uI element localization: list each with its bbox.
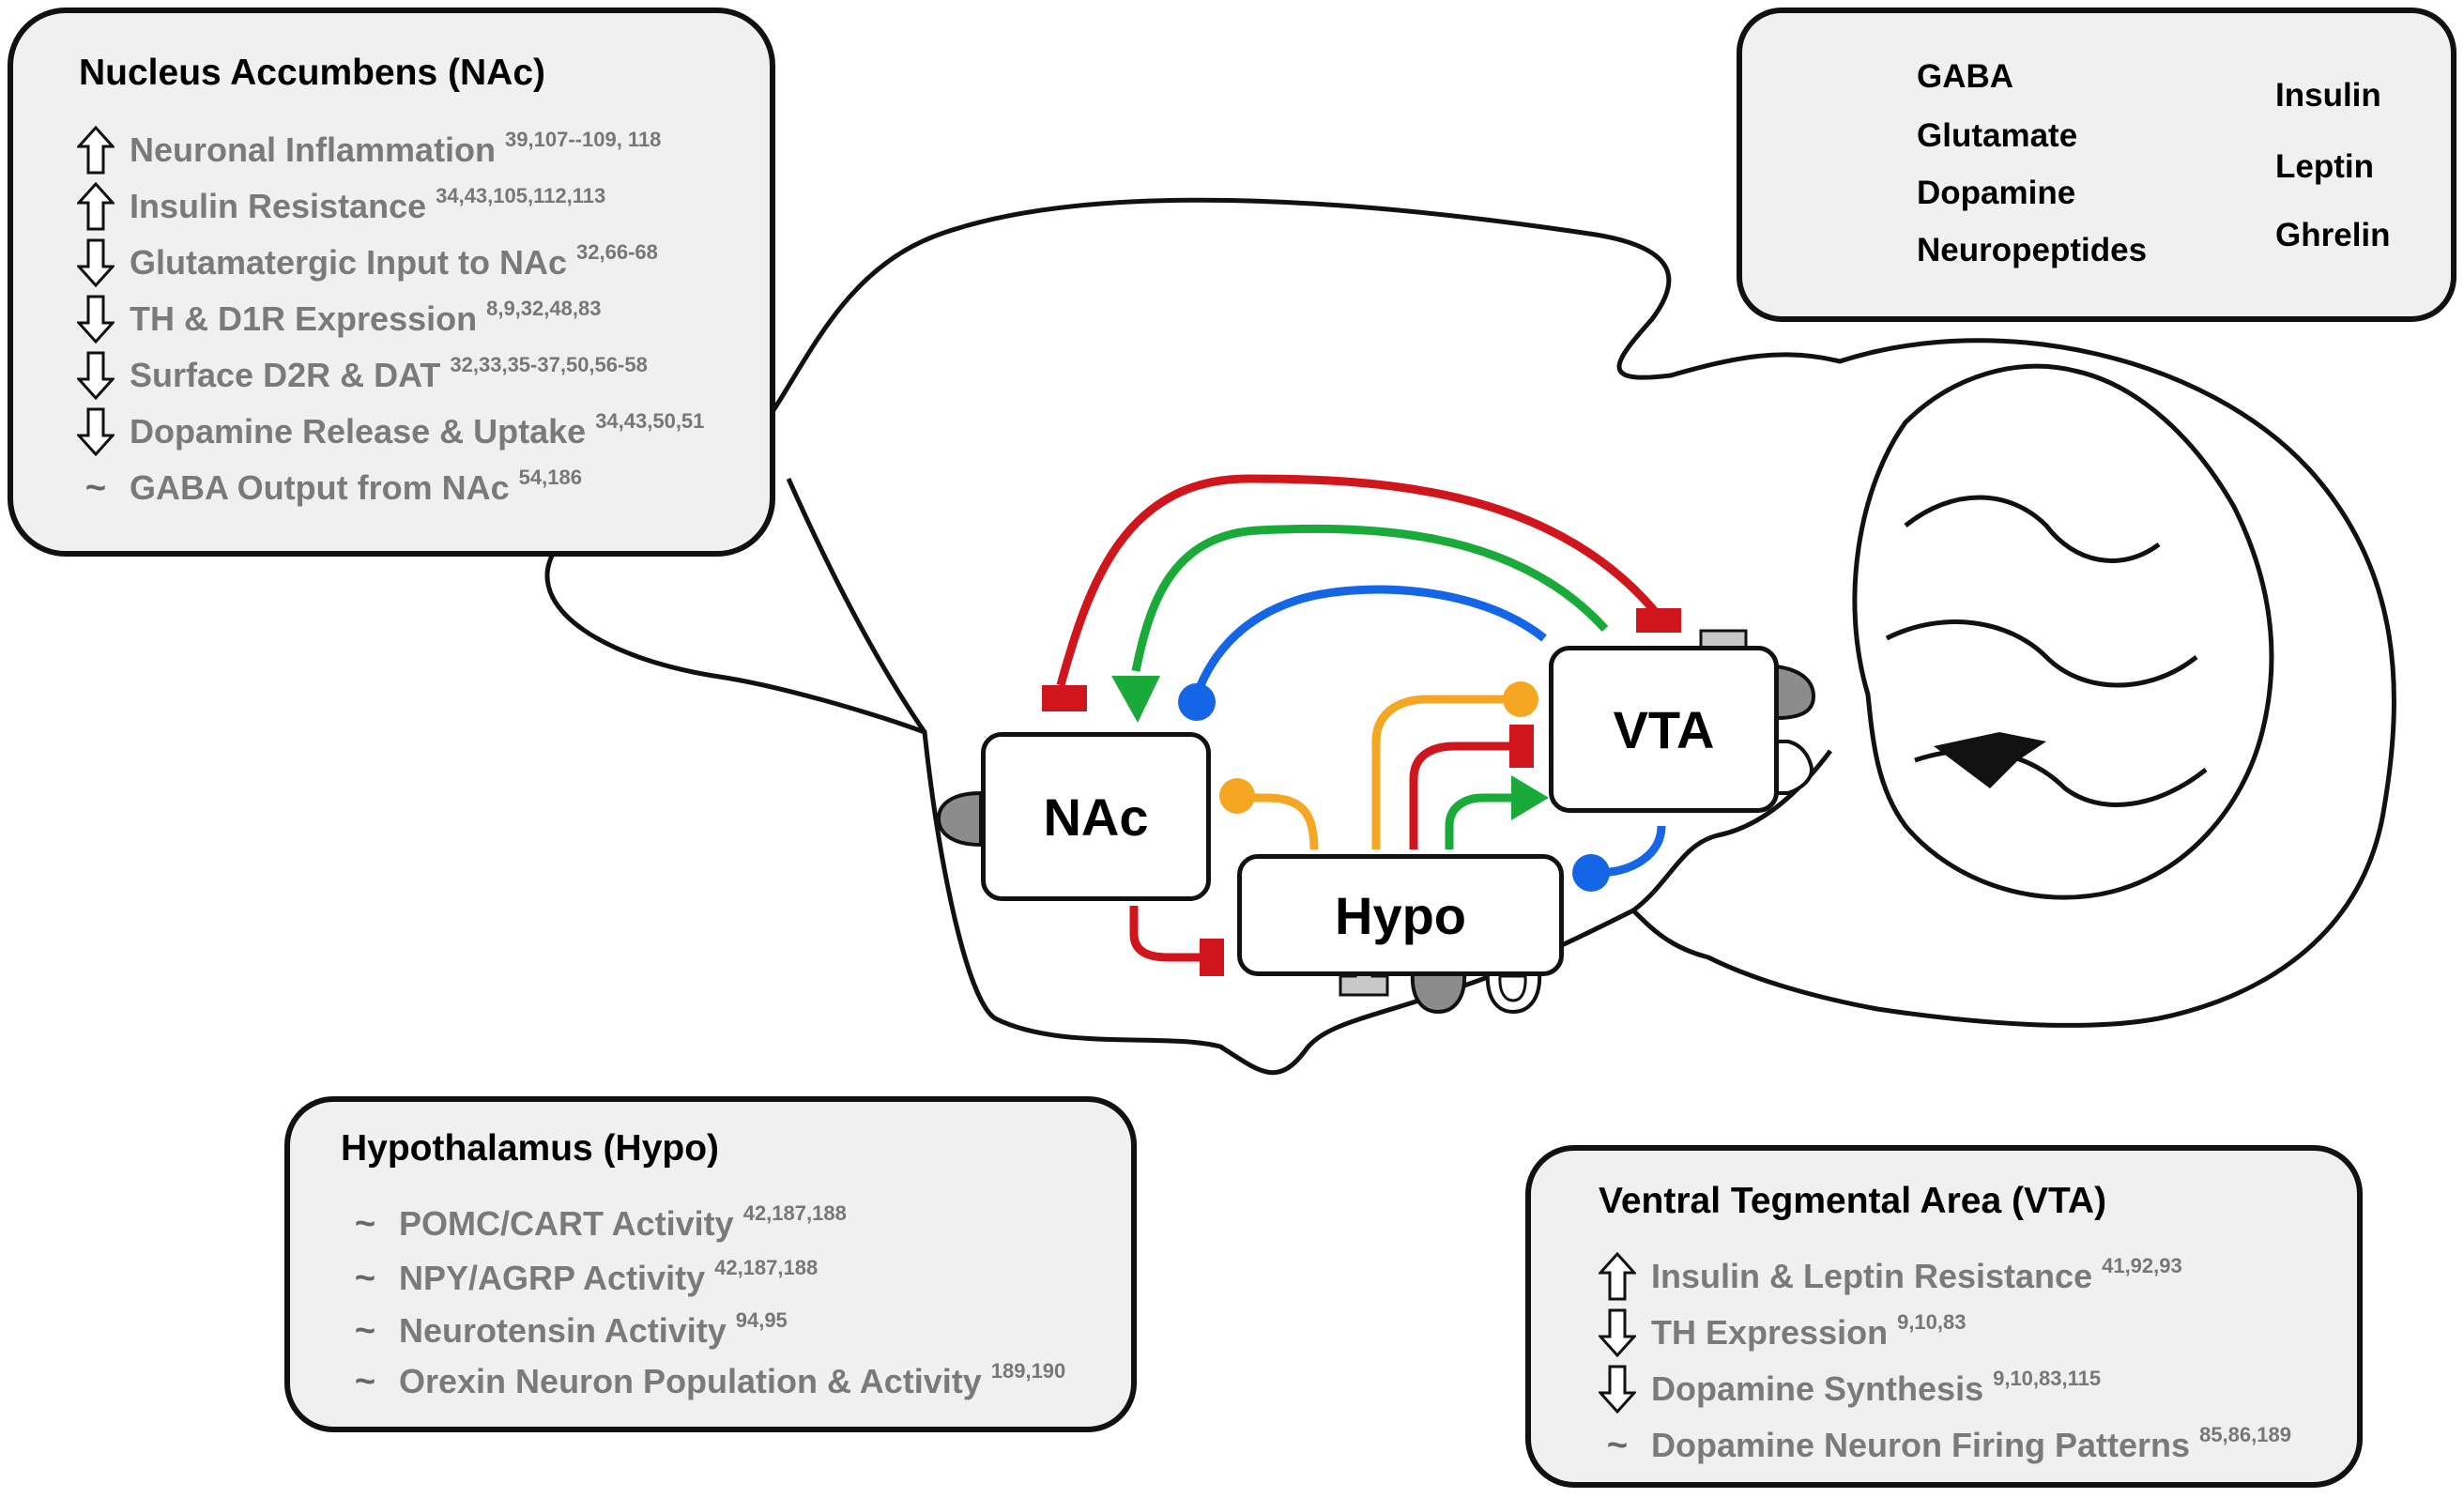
citation-refs: 32,66-68 xyxy=(576,240,658,264)
gaba-arc-terminal xyxy=(1042,685,1087,711)
tilde-icon: ~ xyxy=(354,1311,376,1351)
citation-refs: 94,95 xyxy=(735,1308,788,1332)
legend-gaba-label: GABA xyxy=(1917,58,2014,95)
up-arrow-icon xyxy=(77,126,115,175)
citation-refs: 39,107--109, 118 xyxy=(505,128,662,151)
citation-refs: 34,43,105,112,113 xyxy=(436,184,606,207)
vta-insulin-receptor xyxy=(1775,664,1816,721)
vta-info-panel: Ventral Tegmental Area (VTA) Insulin & L… xyxy=(1525,1145,2363,1488)
citation-refs: 41,92,93 xyxy=(2102,1254,2182,1277)
ventricle-shape xyxy=(1934,732,2046,788)
hypo-region-label: Hypo xyxy=(1335,885,1466,945)
up-arrow-icon xyxy=(1599,1252,1636,1301)
down-arrow-icon xyxy=(77,238,115,287)
brain-fold-frontal xyxy=(786,477,927,734)
vta-ghrelin-receptor xyxy=(1775,740,1814,795)
neuropeptide-vta-terminal xyxy=(1503,681,1538,717)
neuropeptide-hypo-to-vta xyxy=(1371,695,1516,849)
cerebellum-fold-2 xyxy=(1885,619,2198,688)
glutamate-hypo-to-vta-arrowhead xyxy=(1511,775,1549,820)
legend-leptin-label: Leptin xyxy=(2275,148,2374,185)
cerebellum-fold-1 xyxy=(1904,495,2161,563)
citation-refs: 85,86,189 xyxy=(2199,1423,2291,1446)
tilde-icon: ~ xyxy=(84,468,107,508)
hypo-region-box: Hypo xyxy=(1237,854,1564,976)
gaba-nac-to-hypo-terminal xyxy=(1200,939,1224,976)
down-arrow-icon xyxy=(77,295,115,344)
citation-refs: 42,187,188 xyxy=(742,1201,847,1225)
legend-dopamine-label: Dopamine xyxy=(1917,175,2076,211)
citation-refs: 32,33,35-37,50,56-58 xyxy=(450,353,648,376)
nac-panel-title: Nucleus Accumbens (NAc) xyxy=(79,53,546,93)
nac-info-panel: Nucleus Accumbens (NAc) Neuronal Inflamm… xyxy=(8,8,775,557)
citation-refs: 8,9,32,48,83 xyxy=(486,297,602,320)
citation-refs: 34,43,50,51 xyxy=(595,409,705,433)
down-arrow-icon xyxy=(77,351,115,400)
neuropeptide-nac-terminal xyxy=(1219,778,1255,814)
gaba-hypo-to-vta-terminal xyxy=(1509,725,1534,768)
tilde-icon: ~ xyxy=(354,1204,376,1244)
vta-panel-title: Ventral Tegmental Area (VTA) xyxy=(1599,1181,2107,1221)
up-arrow-icon xyxy=(77,182,115,231)
down-arrow-icon xyxy=(77,407,115,456)
gaba-arc-vta-to-nac xyxy=(1056,474,1665,687)
gaba-hypo-to-vta xyxy=(1409,741,1516,849)
tilde-icon: ~ xyxy=(354,1362,376,1401)
nac-region-box: NAc xyxy=(981,732,1211,901)
hypo-ghrelin-receptor-inner xyxy=(1498,974,1527,1002)
glutamate-arc-vta-to-nac xyxy=(1131,524,1609,672)
citation-refs: 54,186 xyxy=(518,466,582,489)
neuropeptide-hypo-to-nac xyxy=(1239,793,1319,850)
legend-panel xyxy=(1737,8,2456,322)
citation-refs: 189,190 xyxy=(990,1359,1066,1383)
hypo-panel-title: Hypothalamus (Hypo) xyxy=(341,1128,720,1169)
legend-neuropeptides-label: Neuropeptides xyxy=(1917,232,2148,268)
citation-refs: 9,10,83 xyxy=(1897,1310,1967,1334)
tilde-icon: ~ xyxy=(1606,1426,1629,1465)
nac-region-label: NAc xyxy=(1043,787,1149,847)
legend-ghrelin-label: Ghrelin xyxy=(2275,217,2391,253)
glutamate-hypo-to-vta xyxy=(1445,793,1516,849)
gaba-nac-to-hypo xyxy=(1129,906,1201,962)
vta-region-box: VTA xyxy=(1549,646,1779,813)
vta-region-label: VTA xyxy=(1613,699,1715,759)
citation-refs: 9,10,83,115 xyxy=(1993,1367,2102,1390)
dopamine-arc-terminal xyxy=(1178,683,1216,721)
dopamine-arc-vta-to-nac xyxy=(1192,585,1547,696)
glutamate-arc-arrowhead xyxy=(1111,676,1160,723)
down-arrow-icon xyxy=(1599,1308,1636,1357)
down-arrow-icon xyxy=(1599,1365,1636,1414)
tilde-icon: ~ xyxy=(354,1259,376,1298)
citation-refs: 42,187,188 xyxy=(714,1256,819,1279)
hypo-insulin-receptor xyxy=(1410,970,1467,1015)
dopamine-hypo-terminal xyxy=(1572,854,1610,892)
legend-glutamate-label: Glutamate xyxy=(1917,117,2078,154)
legend-insulin-label: Insulin xyxy=(2275,77,2381,114)
gaba-arc-terminal-vta xyxy=(1636,608,1681,633)
nac-insulin-receptor xyxy=(936,790,983,848)
